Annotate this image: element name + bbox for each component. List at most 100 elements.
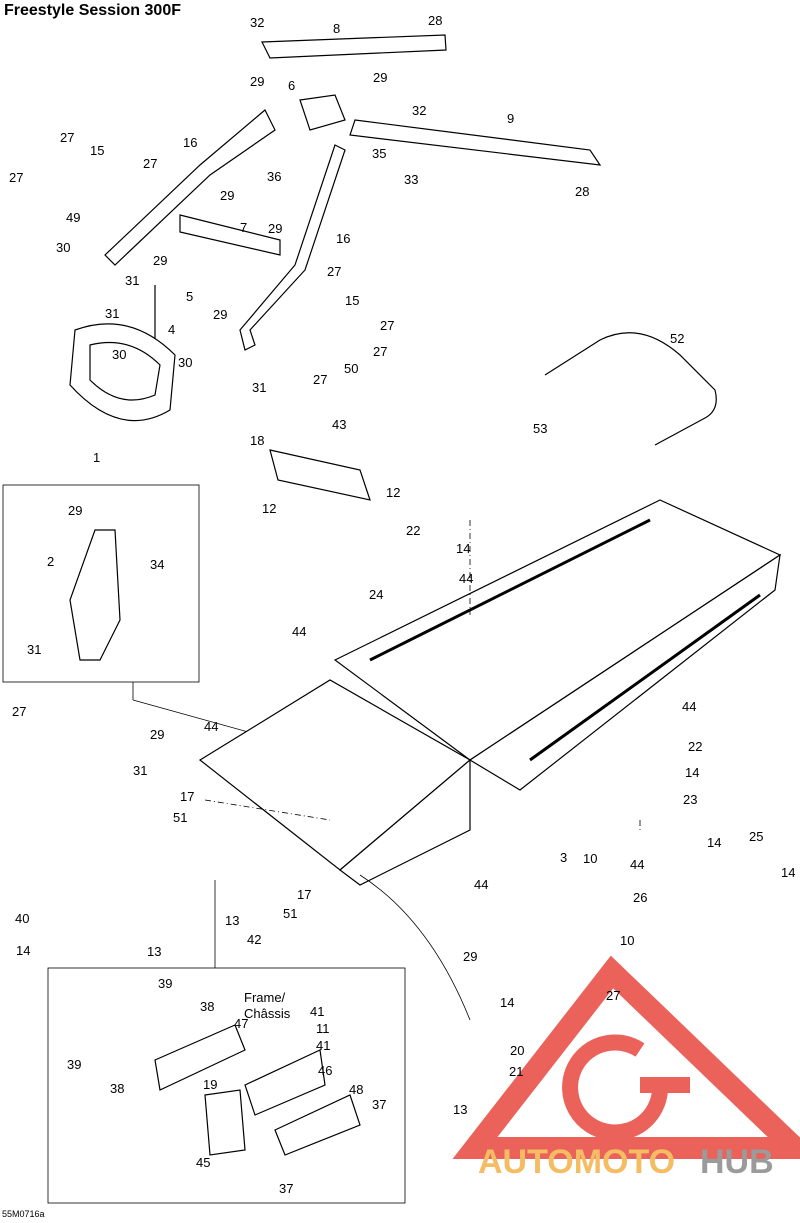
bracket-2	[69, 529, 121, 661]
callout: 27	[313, 372, 327, 387]
callout: 23	[683, 792, 697, 807]
callout: 13	[453, 1102, 467, 1117]
watermark-logo: AUTOMOTO HUB	[452, 955, 800, 1181]
callout: 27	[60, 130, 74, 145]
callout: 14	[707, 835, 721, 850]
callout: 14	[456, 541, 470, 556]
callout: 32	[250, 15, 264, 30]
callout: 31	[125, 273, 139, 288]
callout: 29	[268, 221, 282, 236]
callout: 27	[12, 704, 26, 719]
callout: 37	[279, 1181, 293, 1196]
callout: 40	[15, 911, 29, 926]
callout: 49	[66, 210, 80, 225]
callout: 38	[110, 1081, 124, 1096]
tunnel-chassis	[198, 499, 782, 886]
callout: 41	[316, 1038, 330, 1053]
callout: 29	[220, 188, 234, 203]
callout: 27	[373, 344, 387, 359]
callout: 17	[180, 789, 194, 804]
callout: 11	[316, 1021, 330, 1036]
callout: 29	[463, 949, 477, 964]
callout: 10	[583, 851, 597, 866]
callout: 12	[386, 485, 400, 500]
callout: 52	[670, 331, 684, 346]
callout: 50	[344, 361, 358, 376]
callout: 29	[213, 307, 227, 322]
callout: 30	[56, 240, 70, 255]
callout: 44	[292, 624, 306, 639]
callout: 13	[225, 913, 239, 928]
callout: 44	[204, 719, 218, 734]
callout-labels: 32 8 28 29 6 29 32 9 27 15 16 27 27 36 3…	[9, 13, 795, 1196]
callout: 51	[173, 810, 187, 825]
callout: 47	[234, 1016, 248, 1031]
callout: 31	[105, 306, 119, 321]
callout: 44	[630, 857, 644, 872]
callout: 30	[112, 347, 126, 362]
callout: 27	[143, 156, 157, 171]
callout: 28	[575, 184, 589, 199]
callout: 14	[16, 943, 30, 958]
callout: 44	[459, 571, 473, 586]
callout: 16	[336, 231, 350, 246]
bracket-18	[269, 449, 371, 501]
callout: 53	[533, 421, 547, 436]
callout: 31	[133, 763, 147, 778]
callout: 51	[283, 906, 297, 921]
callout: 44	[474, 877, 488, 892]
callout: 5	[186, 289, 193, 304]
callout: 29	[250, 74, 264, 89]
callout: 7	[240, 220, 247, 235]
inset-box-bracket	[2, 484, 200, 683]
callout: 48	[349, 1082, 363, 1097]
callout: 26	[633, 890, 647, 905]
callout: 43	[332, 417, 346, 432]
watermark-text-automoto: AUTOMOTO	[478, 1143, 675, 1181]
callout: 31	[252, 380, 266, 395]
callout: 32	[412, 103, 426, 118]
callout: 22	[406, 523, 420, 538]
callout: 8	[333, 21, 340, 36]
callout: 10	[620, 933, 634, 948]
callout: 20	[510, 1043, 524, 1058]
callout: 27	[380, 318, 394, 333]
callout: 39	[67, 1057, 81, 1072]
callout: 14	[781, 865, 795, 880]
callout: 16	[183, 135, 197, 150]
callout: 9	[507, 111, 514, 126]
callout: 29	[153, 253, 167, 268]
callout: 15	[90, 143, 104, 158]
callout: 13	[147, 944, 161, 959]
callout: 30	[178, 355, 192, 370]
callout: 27	[9, 170, 23, 185]
callout: 44	[682, 699, 696, 714]
callout: 4	[168, 322, 175, 337]
callout: 15	[345, 293, 359, 308]
callout: 29	[150, 727, 164, 742]
frame-inset-parts	[154, 1024, 361, 1156]
callout: 12	[262, 501, 276, 516]
callout: 28	[428, 13, 442, 28]
callout: 46	[318, 1063, 332, 1078]
callout: 17	[297, 887, 311, 902]
watermark-text-hub: HUB	[700, 1143, 774, 1181]
callout: 2	[47, 554, 54, 569]
callout: 38	[200, 999, 214, 1014]
callout: 6	[288, 78, 295, 93]
callout: 29	[68, 503, 82, 518]
callout: 36	[267, 169, 281, 184]
callout: 35	[372, 146, 386, 161]
callout: 42	[247, 932, 261, 947]
callout: 22	[688, 739, 702, 754]
upper-column-assembly	[69, 34, 602, 422]
callout: 19	[203, 1077, 217, 1092]
frame-chassis-label-line1: Frame/ Châssis	[244, 990, 291, 1021]
callout: 25	[749, 829, 763, 844]
callout: 41	[310, 1004, 324, 1019]
callout: 39	[158, 976, 172, 991]
callout: 24	[369, 587, 383, 602]
callout: 1	[93, 450, 100, 465]
callout: 34	[150, 557, 164, 572]
